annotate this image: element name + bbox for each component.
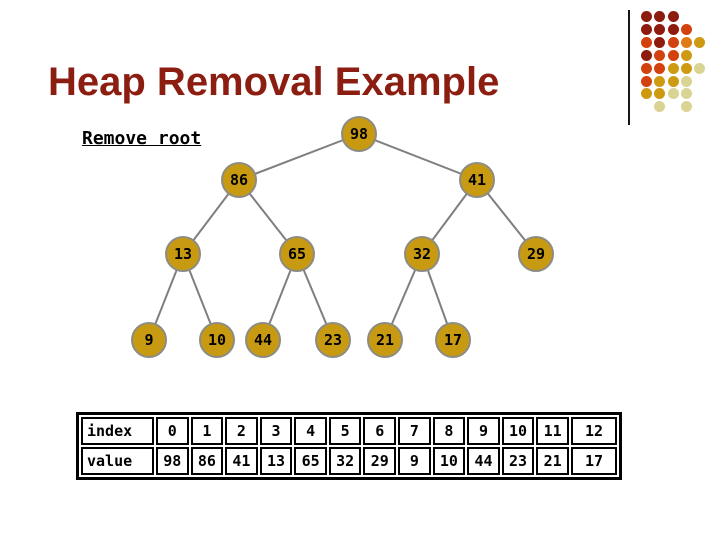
decorative-dot: [680, 49, 692, 61]
decorative-dot: [654, 36, 666, 48]
decorative-dot: [680, 23, 692, 35]
index-cell-0: 0: [156, 417, 189, 445]
index-cell-11: 11: [536, 417, 569, 445]
value-cell-10: 23: [501, 447, 535, 475]
tree-node-21: 21: [367, 322, 403, 358]
index-cell-5: 5: [328, 417, 362, 445]
tree-node-value: 13: [173, 245, 193, 263]
tree-node-value: 23: [323, 331, 343, 349]
value-cell-5: 32: [328, 447, 362, 475]
index-cell-6: 6: [363, 417, 397, 445]
decorative-dot: [641, 62, 652, 74]
decorative-dot: [667, 62, 679, 74]
tree-node-value: 9: [144, 331, 154, 349]
tree-node-65: 65: [279, 236, 315, 272]
decorative-dot: [667, 11, 679, 22]
tree-node-44: 44: [245, 322, 281, 358]
value-cell-1: 86: [190, 447, 224, 475]
value-cell-4: 65: [294, 447, 327, 475]
index-cell-9: 9: [467, 417, 500, 445]
index-cell-12: 12: [571, 417, 617, 445]
decorative-dot: [680, 75, 692, 87]
tree-node-29: 29: [518, 236, 554, 272]
decorative-dot: [654, 101, 666, 113]
index-cell-10: 10: [501, 417, 535, 445]
decorative-vertical-line: [628, 10, 630, 125]
index-cell-3: 3: [259, 417, 293, 445]
tree-node-value: 86: [229, 171, 249, 189]
decorative-dot: [654, 11, 666, 22]
tree-node-value: 29: [526, 245, 546, 263]
value-cell-7: 9: [398, 447, 431, 475]
decorative-dot: [680, 62, 692, 74]
decorative-dot: [641, 75, 652, 87]
tree-node-13: 13: [165, 236, 201, 272]
decorative-dot: [667, 36, 679, 48]
tree-node-41: 41: [459, 162, 495, 198]
decorative-dot: [680, 101, 692, 113]
decorative-dot: [654, 88, 666, 100]
tree-node-98: 98: [341, 116, 377, 152]
decorative-dot: [694, 36, 706, 48]
decorative-dot: [667, 49, 679, 61]
value-cell-2: 41: [225, 447, 258, 475]
tree-node-value: 21: [375, 331, 395, 349]
value-cell-3: 13: [259, 447, 293, 475]
index-cell-1: 1: [190, 417, 224, 445]
decorative-dot: [654, 75, 666, 87]
decorative-dot: [667, 75, 679, 87]
tree-node-value: 44: [253, 331, 273, 349]
value-cell-0: 98: [156, 447, 189, 475]
decorative-dot: [654, 62, 666, 74]
tree-node-17: 17: [435, 322, 471, 358]
decorative-dot: [680, 88, 692, 100]
index-cell-8: 8: [432, 417, 466, 445]
value-cell-11: 21: [536, 447, 569, 475]
decorative-dot: [654, 49, 666, 61]
index-cell-4: 4: [294, 417, 327, 445]
value-cell-12: 17: [571, 447, 617, 475]
index-cell-7: 7: [398, 417, 431, 445]
decorative-dot: [641, 88, 652, 100]
value-cell-8: 10: [432, 447, 466, 475]
tree-edge: [358, 133, 478, 181]
decorative-dot: [641, 49, 652, 61]
tree-node-value: 32: [412, 245, 432, 263]
tree-node-value: 65: [287, 245, 307, 263]
decorative-dot: [667, 88, 679, 100]
tree-node-10: 10: [199, 322, 235, 358]
decorative-dot: [680, 36, 692, 48]
tree-node-value: 10: [207, 331, 227, 349]
value-cell-9: 44: [467, 447, 500, 475]
tree-node-32: 32: [404, 236, 440, 272]
index-cell-2: 2: [225, 417, 258, 445]
tree-edge: [238, 133, 360, 181]
tree-node-23: 23: [315, 322, 351, 358]
value-cell-6: 29: [363, 447, 397, 475]
row-label-value: value: [81, 447, 154, 475]
tree-node-9: 9: [131, 322, 167, 358]
remove-root-label: Remove root: [82, 128, 202, 149]
decorative-dot: [641, 11, 652, 22]
decorative-dot: [694, 62, 706, 74]
decorative-dot: [641, 36, 652, 48]
tree-node-value: 17: [443, 331, 463, 349]
decorative-dot: [654, 23, 666, 35]
tree-node-value: 41: [467, 171, 487, 189]
decorative-dot: [667, 23, 679, 35]
tree-node-86: 86: [221, 162, 257, 198]
row-label-index: index: [81, 417, 154, 445]
decorative-dot: [641, 23, 652, 35]
tree-node-value: 98: [349, 125, 369, 143]
page-title: Heap Removal Example: [48, 60, 500, 104]
